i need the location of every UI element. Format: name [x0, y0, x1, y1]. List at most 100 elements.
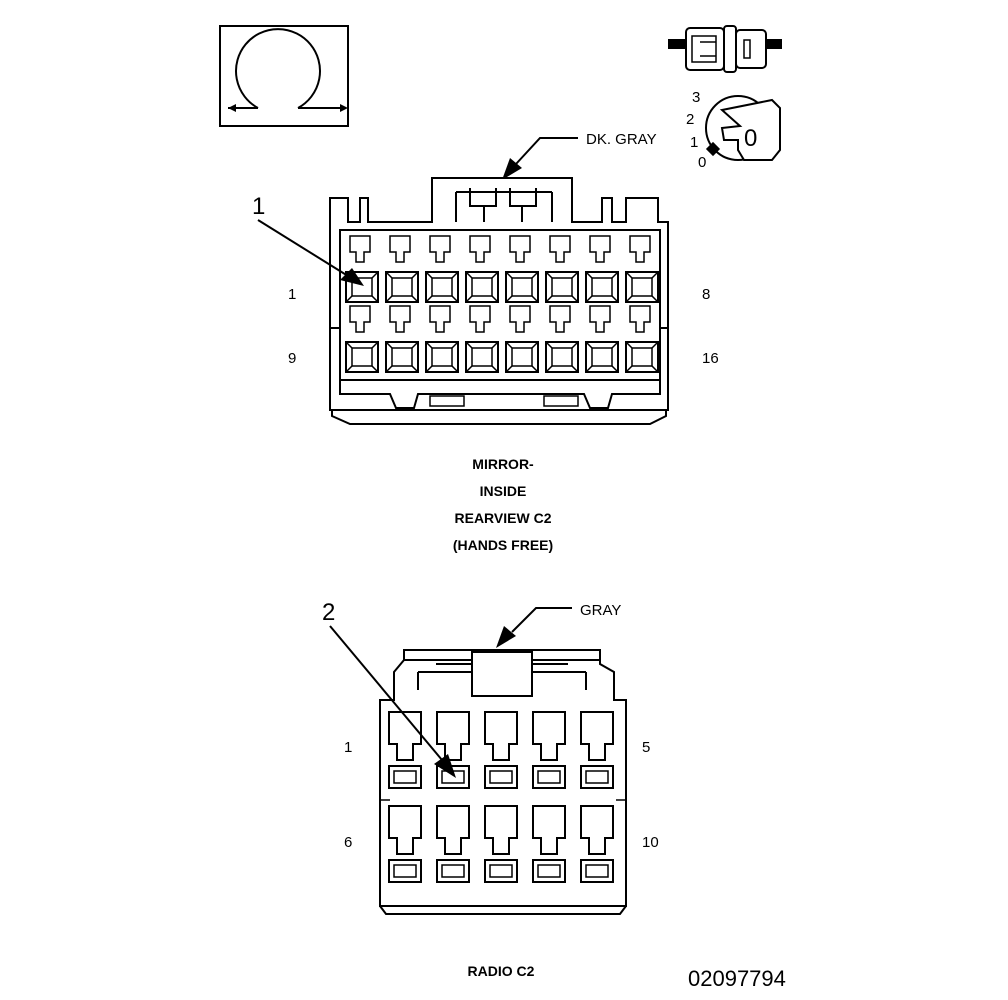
pin-cavity-5: [505, 271, 539, 303]
cavity-latch: [436, 805, 470, 855]
pin-cavity-5: [580, 765, 614, 789]
cavity-latch: [589, 235, 611, 263]
pin-cavity-inner: [585, 864, 609, 878]
cavity-bevel: [545, 271, 579, 303]
cavity-latch: [509, 305, 531, 333]
cavity-latch: [388, 805, 422, 855]
pin-cavity-inner: [631, 277, 653, 297]
pin-cavity-inner: [393, 770, 417, 784]
cavity-latch: [532, 805, 566, 855]
cavity-bevel: [505, 271, 539, 303]
pin-cavity-inner: [391, 347, 413, 367]
cavity-latch: [580, 711, 614, 761]
connector-2-pin-6: 6: [344, 834, 352, 851]
cavity-bevel: [425, 341, 459, 373]
pin-cavity-7: [436, 859, 470, 883]
connector-2-pin-1: 1: [344, 739, 352, 756]
connector-2-pin-10: 10: [642, 834, 659, 851]
cavity-latch: [549, 235, 571, 263]
pin-cavity-2: [385, 271, 419, 303]
cavity-bevel: [425, 271, 459, 303]
cavity-bevel: [465, 341, 499, 373]
ignition-position-0: 0: [698, 154, 706, 171]
cavity-bevel: [625, 341, 659, 373]
connector-1-pin-16: 16: [702, 350, 719, 367]
pin-cavity-6: [545, 271, 579, 303]
pin-cavity-3: [484, 765, 518, 789]
cavity-bevel: [585, 341, 619, 373]
ignition-position-3: 3: [692, 89, 700, 106]
connector-1-caption-line-4: (HANDS FREE): [453, 537, 553, 553]
pin-cavity-9: [345, 341, 379, 373]
mirror-connector-c2: [329, 177, 669, 425]
radio-connector-c2: [379, 649, 627, 915]
connector-1-pin-8: 8: [702, 286, 710, 303]
cavity-latch: [389, 235, 411, 263]
cavity-latch: [580, 805, 614, 855]
pin-cavity-inner: [585, 770, 609, 784]
cavity-bevel: [385, 341, 419, 373]
cavity-bevel: [465, 271, 499, 303]
pin-cavity-12: [465, 341, 499, 373]
cavity-latch: [589, 305, 611, 333]
pin-cavity-1: [388, 765, 422, 789]
pin-cavity-inner: [537, 770, 561, 784]
connector-1-caption-line-3: REARVIEW C2: [455, 510, 552, 526]
key-symbol: 0: [744, 125, 757, 152]
cavity-latch: [349, 305, 371, 333]
pin-cavity-8: [625, 271, 659, 303]
pin-cavity-inner: [471, 277, 493, 297]
cavity-bevel: [505, 341, 539, 373]
pin-cavity-14: [545, 341, 579, 373]
cavity-bevel: [585, 271, 619, 303]
pin-cavity-inner: [511, 347, 533, 367]
connector-1-color-label: DK. GRAY: [586, 131, 657, 148]
ohm-symbol-icon: [219, 25, 349, 127]
pin-cavity-inner: [471, 347, 493, 367]
pin-cavity-inner: [489, 770, 513, 784]
pin-cavity-3: [425, 271, 459, 303]
connector-2-pin-5: 5: [642, 739, 650, 756]
pin-cavity-inner: [489, 864, 513, 878]
cavity-bevel: [545, 341, 579, 373]
pin-cavity-inner: [351, 347, 373, 367]
pin-cavity-4: [465, 271, 499, 303]
cavity-latch: [532, 711, 566, 761]
pin-cavity-inner: [537, 864, 561, 878]
fuse-icon: [668, 25, 782, 73]
pin-cavity-16: [625, 341, 659, 373]
connector-1-pin-9: 9: [288, 350, 296, 367]
pin-cavity-1: [345, 271, 379, 303]
pin-cavity-inner: [591, 277, 613, 297]
pin-cavity-inner: [631, 347, 653, 367]
ignition-position-2: 2: [686, 111, 694, 128]
pin-cavity-9: [532, 859, 566, 883]
pin-cavity-inner: [351, 277, 373, 297]
cavity-latch: [484, 711, 518, 761]
pin-cavity-inner: [431, 347, 453, 367]
ignition-position-1: 1: [690, 134, 698, 151]
pin-cavity-7: [585, 271, 619, 303]
figure-id: 02097794: [688, 966, 786, 991]
connector-1-caption-line-2: INSIDE: [480, 483, 527, 499]
cavity-latch: [349, 235, 371, 263]
connector-1-caption-line-1: MIRROR-: [472, 456, 534, 472]
cavity-bevel: [385, 271, 419, 303]
pin-cavity-inner: [393, 864, 417, 878]
cavity-latch: [429, 305, 451, 333]
pin-cavity-4: [532, 765, 566, 789]
cavity-latch: [389, 305, 411, 333]
connector-1-pin-1: 1: [288, 286, 296, 303]
callout-2: 2: [322, 599, 335, 626]
pin-cavity-inner: [591, 347, 613, 367]
pin-cavity-inner: [551, 277, 573, 297]
pin-cavity-inner: [551, 347, 573, 367]
cavity-latch: [436, 711, 470, 761]
pin-cavity-11: [425, 341, 459, 373]
cavity-latch: [429, 235, 451, 263]
cavity-latch: [509, 235, 531, 263]
pin-cavity-inner: [431, 277, 453, 297]
cavity-latch: [629, 235, 651, 263]
pin-cavity-10: [580, 859, 614, 883]
